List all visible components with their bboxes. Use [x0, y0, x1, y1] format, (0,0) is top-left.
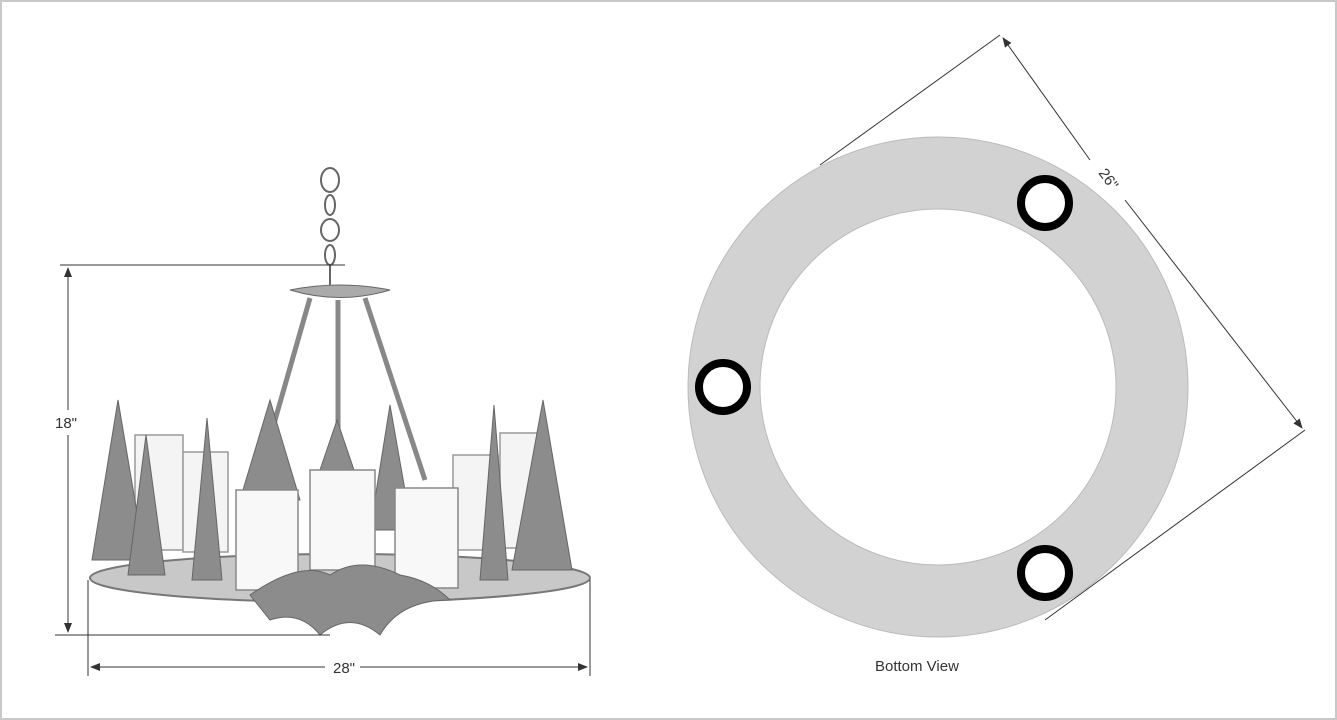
- hole-left: [695, 359, 751, 415]
- front-candles: [235, 469, 459, 591]
- hole-top: [1017, 175, 1073, 231]
- chain: [320, 167, 340, 285]
- mount-holes: [695, 175, 1073, 601]
- width-label: 28": [333, 660, 355, 677]
- hole-bottom: [1017, 545, 1073, 601]
- bottom-view-caption: Bottom View: [875, 658, 959, 675]
- diameter-label: 26": [1095, 165, 1122, 193]
- front-view-chandelier: [89, 167, 591, 636]
- height-dimension: [55, 264, 345, 636]
- canopy: [289, 284, 391, 298]
- ring: [688, 137, 1188, 637]
- width-dimension: [87, 580, 591, 676]
- bottom-view: [687, 34, 1306, 638]
- height-label: 18": [55, 415, 77, 432]
- diameter-dimension: [819, 34, 1306, 621]
